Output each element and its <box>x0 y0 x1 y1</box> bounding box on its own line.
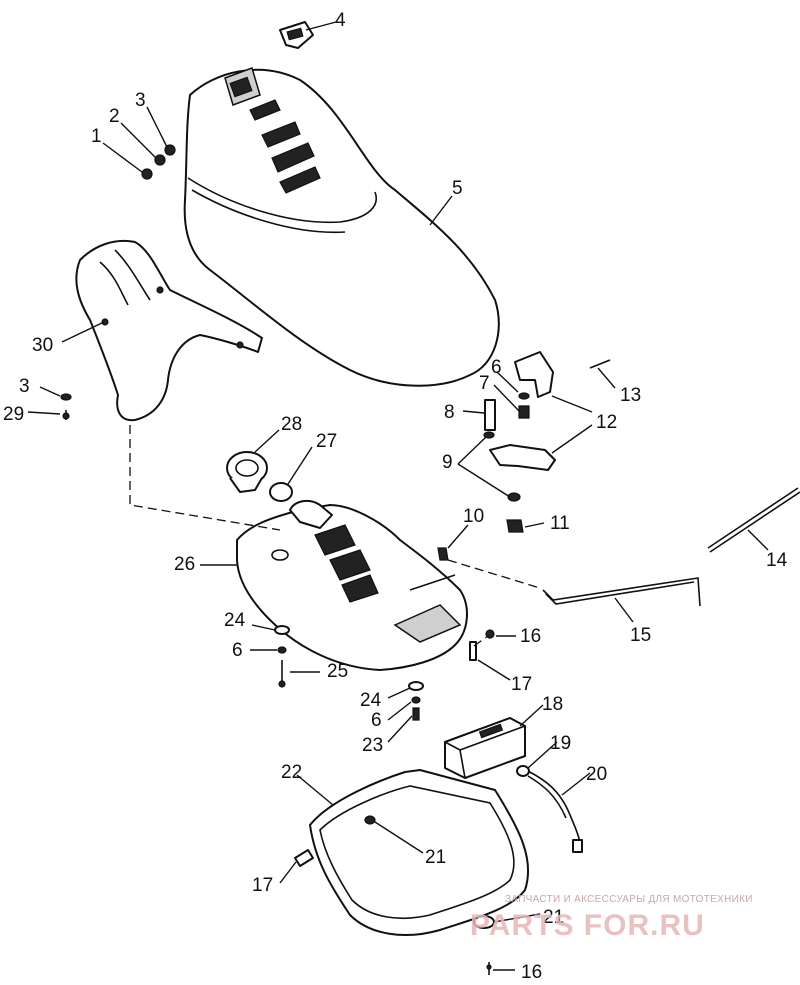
label-16-lower: 16 <box>521 962 542 983</box>
label-21-upper: 21 <box>425 847 446 868</box>
box-part-18 <box>444 717 526 779</box>
label-22: 22 <box>281 762 302 783</box>
hardware-24-6-23 <box>408 681 424 721</box>
label-21-lower: 21 <box>543 907 564 928</box>
label-20: 20 <box>586 764 607 785</box>
label-6-right: 6 <box>371 710 382 731</box>
grommet-part <box>269 482 293 502</box>
alignment-lines <box>129 425 541 647</box>
label-27: 27 <box>316 431 337 452</box>
hose-part <box>516 765 583 853</box>
label-14: 14 <box>766 550 788 571</box>
label-29: 29 <box>3 404 24 425</box>
label-5: 5 <box>452 178 463 199</box>
hardware-16-17-upper <box>469 629 495 661</box>
pin-17-lower <box>294 849 314 867</box>
label-3: 3 <box>135 90 146 111</box>
bent-rod-part <box>542 577 701 607</box>
label-6-upper: 6 <box>491 357 502 378</box>
filler-neck-part <box>226 451 268 493</box>
watermark: ЗАПЧАСТИ И АКСЕССУАРЫ ДЛЯ МОТОТЕХНИКИ PA… <box>470 894 753 942</box>
bracket-assembly <box>483 351 611 533</box>
label-18: 18 <box>542 694 563 715</box>
leader-lines <box>27 21 769 971</box>
label-3-lower: 3 <box>19 376 30 397</box>
label-23: 23 <box>362 735 383 756</box>
label-7: 7 <box>479 373 490 394</box>
hardware-16-lower <box>486 962 492 975</box>
label-1: 1 <box>91 126 102 147</box>
label-24-right: 24 <box>360 690 382 711</box>
label-11: 11 <box>550 513 570 534</box>
heat-shield-part <box>75 240 263 422</box>
hardware-1-2-3 <box>141 144 176 180</box>
label-19: 19 <box>550 733 571 754</box>
hardware-3-29 <box>60 393 72 420</box>
label-6-left: 6 <box>232 640 243 661</box>
label-8: 8 <box>444 402 455 423</box>
label-4: 4 <box>335 10 346 31</box>
label-12: 12 <box>596 412 617 433</box>
watermark-tagline: ЗАПЧАСТИ И АКСЕССУАРЫ ДЛЯ МОТОТЕХНИКИ <box>505 894 753 905</box>
label-9: 9 <box>442 452 453 473</box>
clip-part <box>279 21 314 49</box>
part-labels: 1 2 3 4 5 30 3 29 28 27 26 10 6 7 8 9 11… <box>3 10 788 983</box>
label-13: 13 <box>620 385 641 406</box>
fuel-tank-part <box>236 499 468 671</box>
watermark-logo: PARTS FOR.RU <box>470 909 705 942</box>
label-16-upper: 16 <box>520 626 541 647</box>
label-17-lower: 17 <box>252 875 273 896</box>
label-10: 10 <box>463 506 484 527</box>
tray-part <box>309 769 530 936</box>
long-rod-part <box>707 487 800 553</box>
label-25: 25 <box>327 661 348 682</box>
label-26: 26 <box>174 554 195 575</box>
label-28: 28 <box>281 414 302 435</box>
hardware-24-6-25 <box>274 625 290 688</box>
label-2: 2 <box>109 106 120 127</box>
label-30: 30 <box>32 335 53 356</box>
label-24-left: 24 <box>224 610 246 631</box>
clip-10 <box>437 547 449 561</box>
label-17-upper: 17 <box>511 674 532 695</box>
label-15: 15 <box>630 625 651 646</box>
seat-part <box>183 67 500 387</box>
